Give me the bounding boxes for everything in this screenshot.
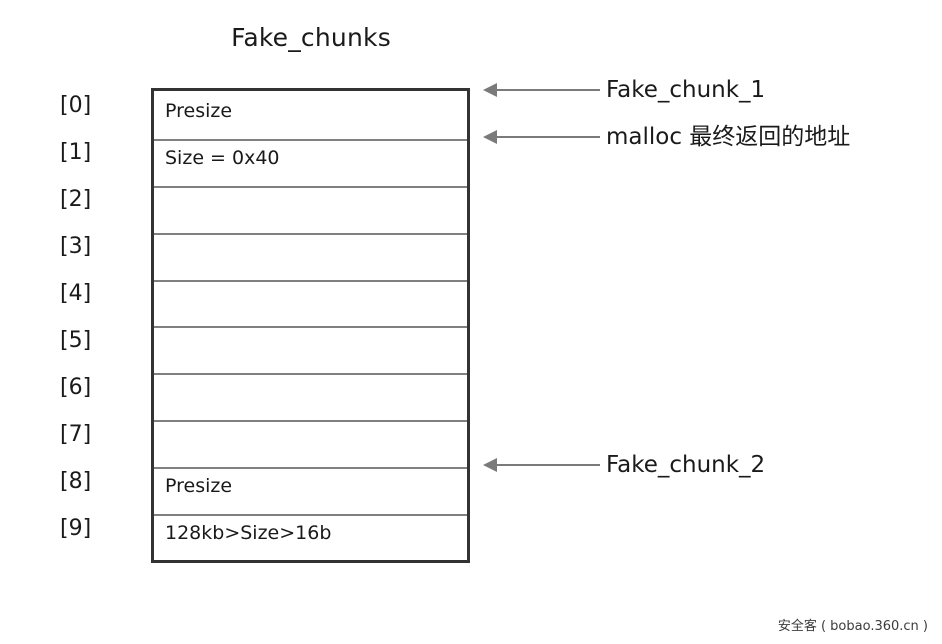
table-row <box>154 422 467 470</box>
table-cell-value: Presize <box>165 100 233 122</box>
row-index-label: [9] <box>60 515 92 541</box>
table-cell-value: Presize <box>165 475 233 498</box>
arrow-left-icon <box>483 83 497 97</box>
watermark: 安全客 ( bobao.360.cn ) <box>777 619 928 634</box>
table-row <box>154 329 467 376</box>
table-row: 128kb>Size>16b <box>154 516 467 563</box>
table-cell-value: 128kb>Size>16b <box>165 522 332 545</box>
table-cell-value: Size = 0x40 <box>165 146 280 169</box>
table-row: Presize <box>154 469 467 517</box>
page-title: Fake_chunks <box>231 23 391 52</box>
arrow-left-icon <box>483 129 497 144</box>
row-index-label: [7] <box>60 421 92 447</box>
arrow-left-icon <box>483 458 497 473</box>
row-index-label: [5] <box>60 327 92 353</box>
table-row <box>154 188 467 235</box>
table-row <box>154 375 467 423</box>
annotation-label: Fake_chunk_2 <box>606 452 766 479</box>
arrow-line <box>496 464 600 467</box>
row-index-label: [8] <box>60 468 92 494</box>
arrow-line <box>496 135 600 138</box>
index-column: [0] [1] [2] [3] [4] [5] [6] [7] [8] [9] <box>60 88 130 563</box>
row-index-label: [4] <box>60 281 92 307</box>
arrow-line <box>496 89 600 91</box>
table-row: Size = 0x40 <box>154 141 467 188</box>
annotation-label: Fake_chunk_1 <box>606 77 766 103</box>
annotation-label: malloc 最终返回的地址 <box>606 123 851 150</box>
row-index-label: [3] <box>60 234 92 260</box>
row-index-label: [2] <box>60 187 92 213</box>
table-row: Presize <box>154 94 467 141</box>
table-row <box>154 235 467 282</box>
row-index-label: [6] <box>60 374 92 400</box>
row-index-label: [1] <box>60 140 92 166</box>
row-index-label: [0] <box>60 93 92 119</box>
table-row <box>154 282 467 329</box>
